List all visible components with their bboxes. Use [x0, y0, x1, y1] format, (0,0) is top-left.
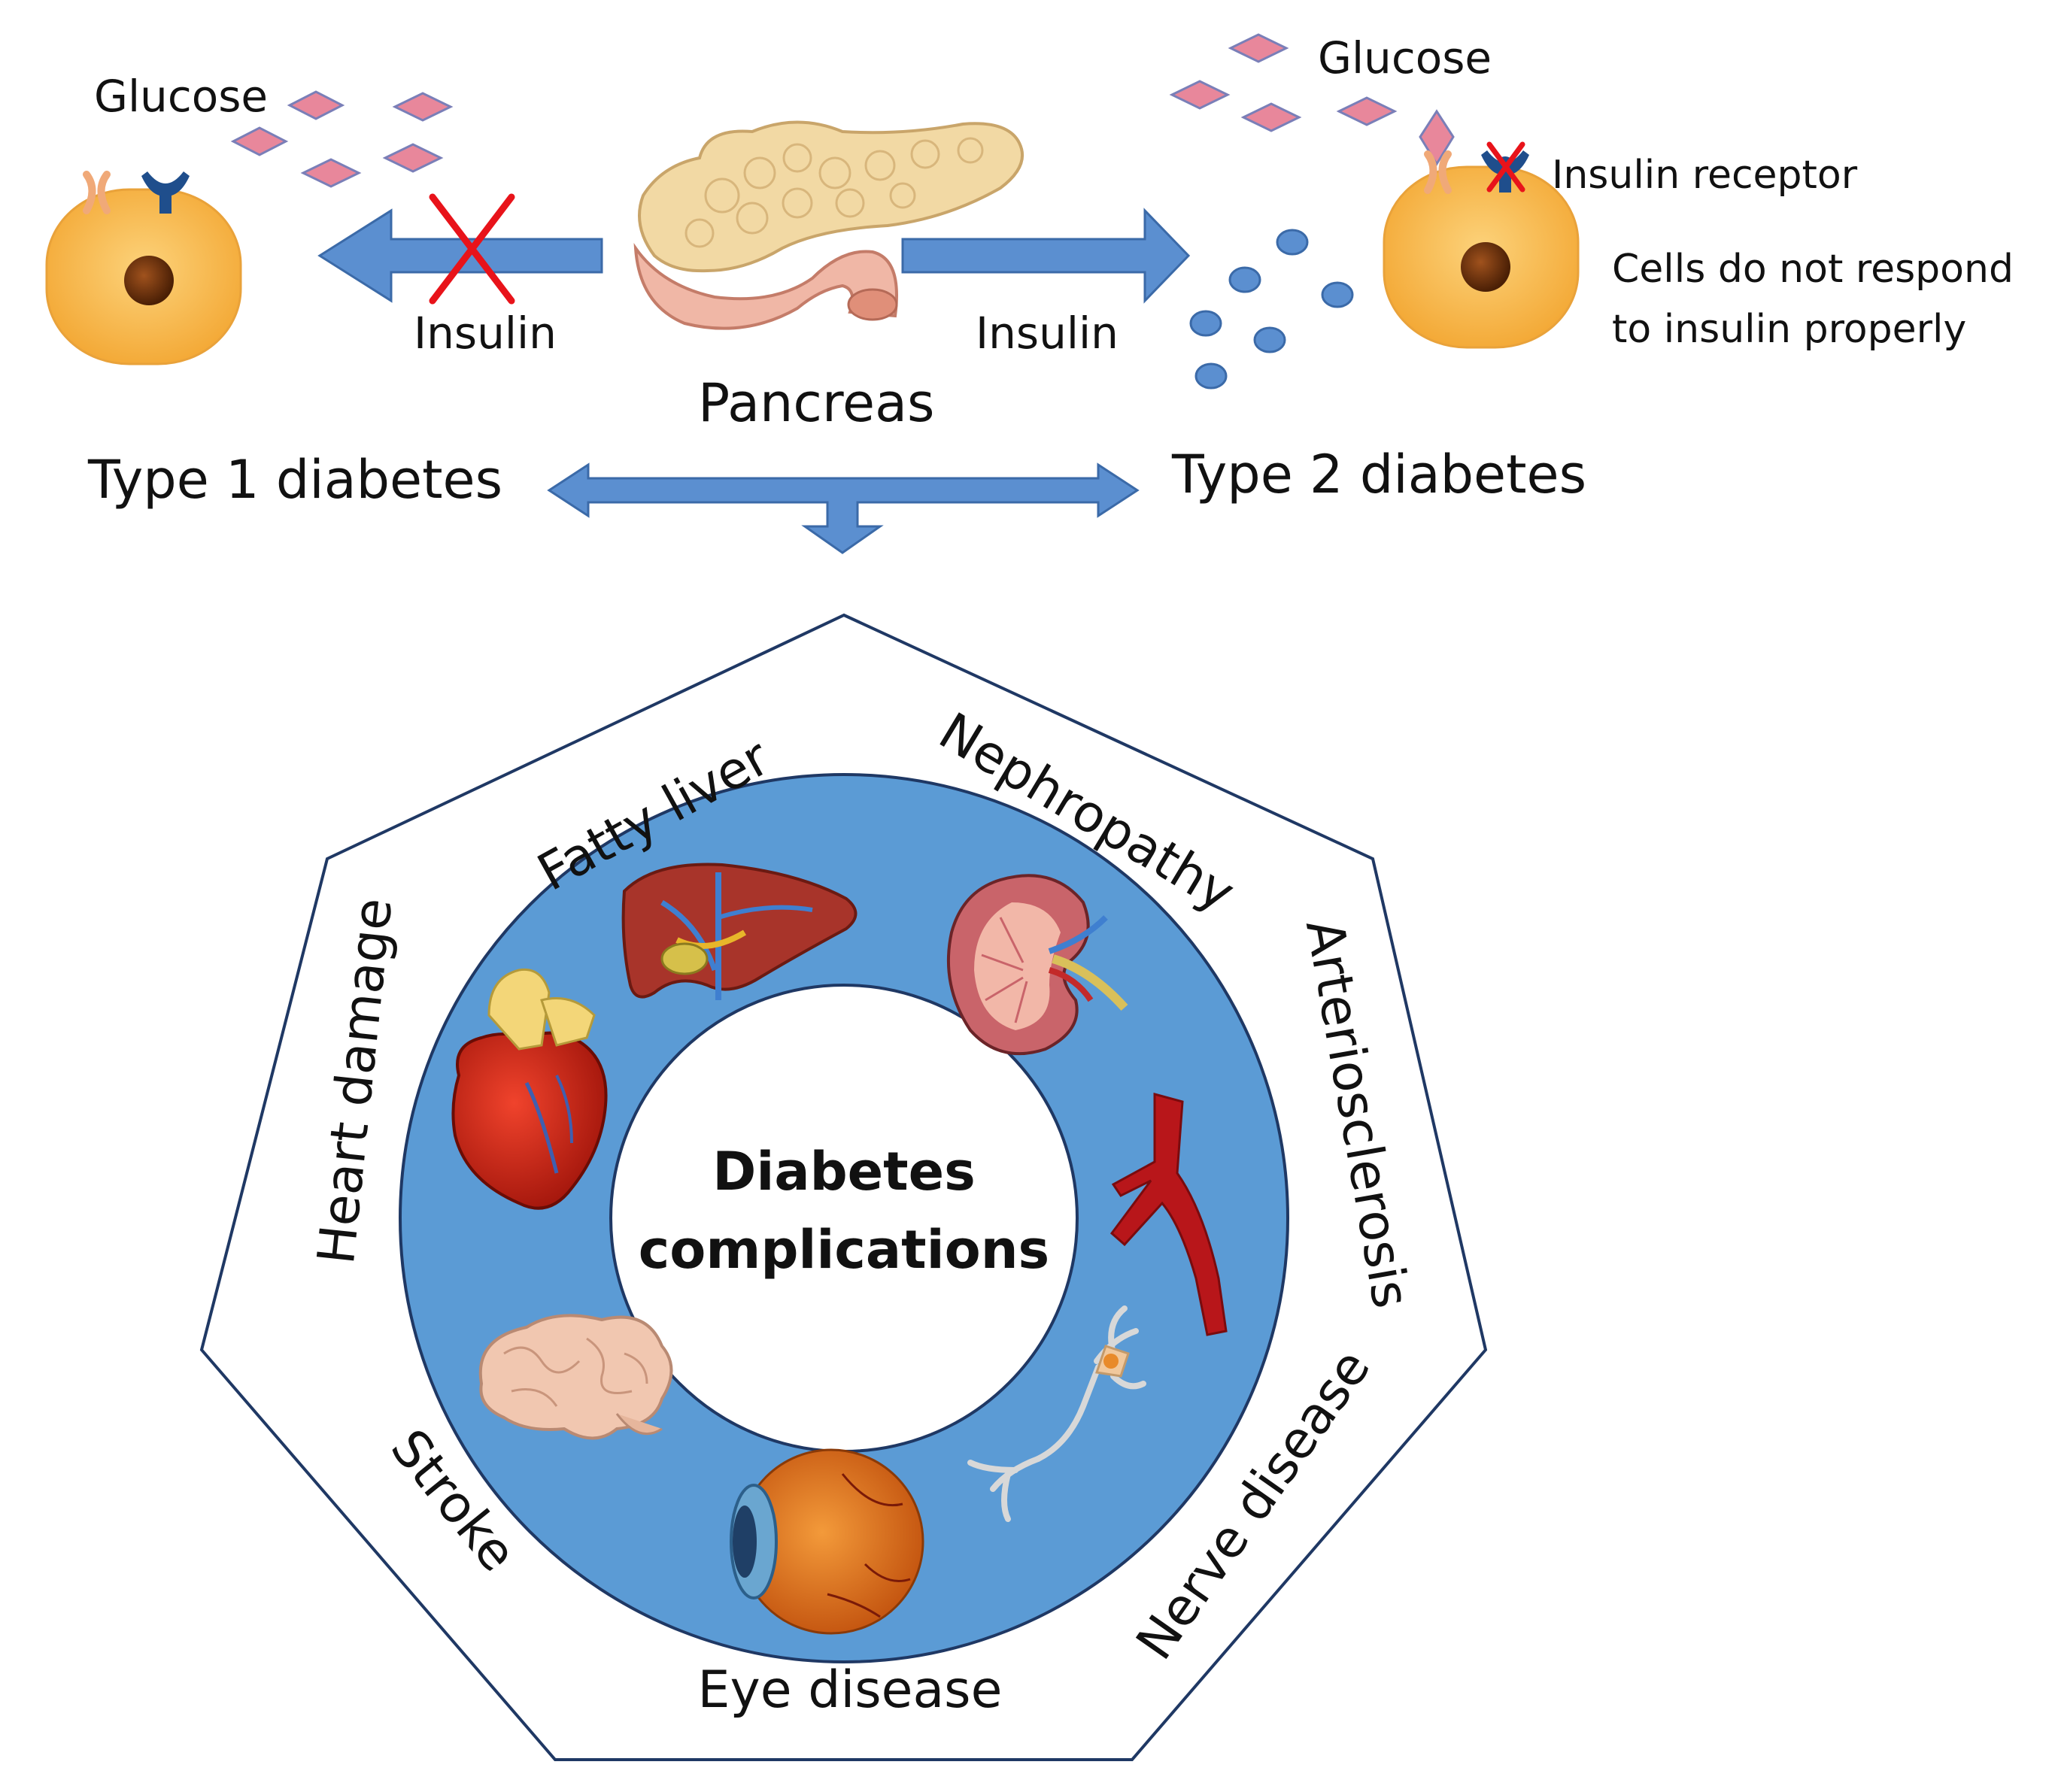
liver-icon — [621, 863, 858, 1000]
neuron-icon — [967, 1305, 1146, 1522]
type1-cell — [45, 171, 242, 365]
type2-insulin-arrow — [901, 208, 1191, 304]
center-title-line2: complications — [639, 1219, 1049, 1281]
receptor-blocked-cross-icon — [1486, 141, 1525, 193]
type2-glucose-label: Glucose — [1318, 32, 1492, 83]
insulin-receptor-icon — [141, 171, 190, 214]
blocked-cross-icon — [429, 193, 515, 305]
eye-icon — [730, 1448, 924, 1635]
center-title-line1: Diabetes — [712, 1141, 976, 1202]
type1-insulin-arrow — [317, 208, 603, 303]
eye-disease-label: Eye disease — [698, 1660, 1003, 1720]
pancreas-label: Pancreas — [698, 372, 935, 434]
nucleus-icon — [124, 256, 174, 305]
insulin-dots — [1189, 229, 1354, 390]
type1-title: Type 1 diabetes — [87, 449, 502, 511]
glucose-transporter-icon — [1424, 150, 1452, 194]
kidney-icon — [946, 874, 1128, 1056]
type2-note-line2: to insulin properly — [1612, 307, 1966, 352]
heart-icon — [451, 968, 608, 1210]
pancreas-icon — [633, 120, 1024, 330]
type1-glucose-cluster — [230, 90, 454, 188]
type2-insulin-label: Insulin — [976, 308, 1119, 359]
brain-icon — [478, 1314, 673, 1440]
insulin-receptor-label: Insulin receptor — [1552, 153, 1858, 198]
glucose-transporter-icon — [83, 171, 111, 214]
connector-arrow — [547, 462, 1140, 554]
type2-cell — [1383, 141, 1580, 349]
artery-icon — [1109, 1093, 1228, 1336]
nucleus-icon — [1461, 242, 1510, 292]
type2-glucose-cluster — [1169, 33, 1455, 166]
type1-glucose-label: Glucose — [94, 71, 268, 122]
type2-title: Type 2 diabetes — [1171, 444, 1586, 505]
type2-note-line1: Cells do not respond — [1612, 247, 2014, 292]
type1-insulin-label: Insulin — [414, 308, 557, 359]
